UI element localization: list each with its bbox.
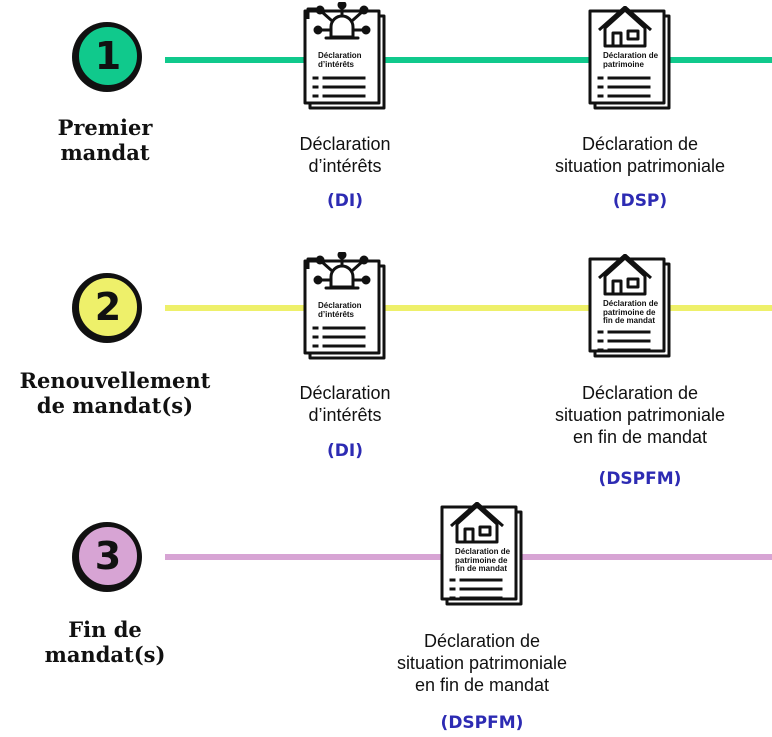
timeline-line-stage-2 xyxy=(165,305,772,311)
stage-1-badge: 1 xyxy=(72,22,144,94)
stage-2-number: 2 xyxy=(76,275,140,339)
timeline-line-stage-1 xyxy=(165,57,772,63)
house-icon xyxy=(598,254,652,296)
declaration-code: (DSPFM) xyxy=(440,713,524,733)
stage-3-badge: 3 xyxy=(72,522,144,594)
stage-2-badge: 2 xyxy=(72,273,144,345)
document-icon xyxy=(440,502,523,606)
stage-1-number: 1 xyxy=(76,24,140,88)
network-icon xyxy=(313,2,371,40)
declaration-code: (DI) xyxy=(327,191,363,211)
document-icon xyxy=(588,254,671,358)
stage-3-number: 3 xyxy=(76,524,140,588)
house-icon xyxy=(598,6,652,48)
document-icon xyxy=(588,6,671,110)
house-icon xyxy=(450,502,504,544)
document-icon xyxy=(303,252,386,360)
document-icon xyxy=(303,2,386,110)
declaration-code: (DSPFM) xyxy=(598,469,682,489)
network-icon xyxy=(313,252,371,290)
declaration-code: (DSP) xyxy=(612,191,668,211)
declaration-code: (DI) xyxy=(327,441,363,461)
